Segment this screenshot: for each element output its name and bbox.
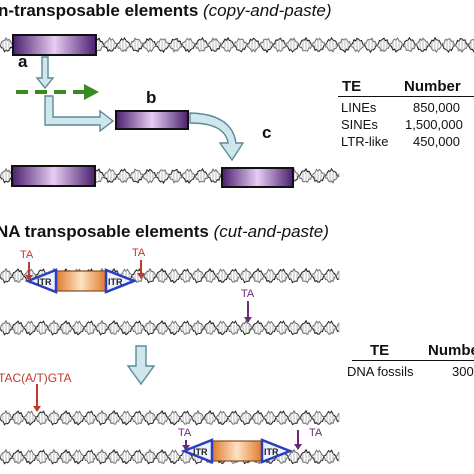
dna-strand-4: [0, 319, 340, 336]
table-header-te: TE: [342, 78, 362, 95]
transposase-gene: [211, 440, 263, 462]
retrotransposon-element-inserted: [221, 167, 294, 188]
dna-heading-italic: (cut-and-paste): [213, 222, 329, 241]
dna-heading-bold: NA transposable elements: [0, 222, 209, 241]
itr-label: ITR: [108, 277, 123, 287]
dna-transposon-inserted: ITR ITR: [180, 438, 294, 464]
step-label-b: b: [146, 88, 157, 107]
itr-left: [24, 268, 58, 294]
arrowhead-icon: [294, 444, 302, 450]
itr-left: [180, 438, 214, 464]
target-sequence-label: TAC(A/T)GTA: [0, 371, 72, 385]
table-header-number: Number: [428, 342, 474, 359]
retrotransposon-element-rna: [115, 110, 189, 130]
table-header-te: TE: [370, 342, 390, 359]
itr-label: ITR: [37, 277, 52, 287]
table-cell-number: 300: [452, 364, 474, 379]
arrowhead-icon: [25, 275, 33, 281]
dna-heading: NA transposable elements (cut-and-paste): [0, 222, 329, 242]
itr-right: [260, 438, 294, 464]
curved-arrow-icon: [189, 112, 245, 162]
ta-label: TA: [132, 247, 146, 259]
table-cell-te: LINEs: [341, 100, 377, 115]
down-arrow-icon: [35, 56, 55, 90]
table-cell-number: 850,000: [413, 100, 460, 115]
retro-heading-bold: n-transposable elements: [0, 1, 199, 20]
arrowhead-icon: [182, 445, 190, 451]
table-header-number: Number: [404, 78, 461, 95]
itr-label: ITR: [193, 447, 208, 457]
table-cell-te: DNA fossils: [347, 364, 414, 379]
table-rule: [338, 96, 474, 97]
table-rule: [352, 360, 474, 361]
ta-label: TA: [309, 427, 323, 439]
right-arrow-icon: [84, 84, 99, 100]
itr-label: ITR: [264, 447, 279, 457]
retro-heading: n-transposable elements (copy-and-paste): [0, 1, 332, 21]
arrowhead-icon: [244, 317, 252, 323]
down-arrow-icon: [126, 345, 156, 386]
table-cell-te: LTR-like: [341, 134, 389, 149]
arrowhead-icon: [33, 406, 41, 412]
ta-label: TA: [178, 427, 192, 439]
retrotransposon-element-source: [12, 34, 97, 56]
ta-label: TA: [20, 249, 34, 261]
elbow-arrow-icon: [44, 95, 115, 133]
itr-right: [104, 268, 138, 294]
dna-strand-5: [0, 409, 340, 426]
step-label-c: c: [262, 123, 272, 142]
step-label-a: a: [18, 52, 28, 71]
dna-transposon-excised: ITR ITR: [24, 268, 138, 294]
table-cell-number: 1,500,000: [405, 117, 463, 132]
transposase-gene: [55, 270, 107, 292]
arrowhead-icon: [137, 273, 145, 279]
retro-heading-italic: (copy-and-paste): [203, 1, 332, 20]
table-cell-te: SINEs: [341, 117, 378, 132]
retrotransposon-element-copy: [11, 165, 96, 187]
ta-label: TA: [241, 288, 255, 300]
table-cell-number: 450,000: [413, 134, 460, 149]
